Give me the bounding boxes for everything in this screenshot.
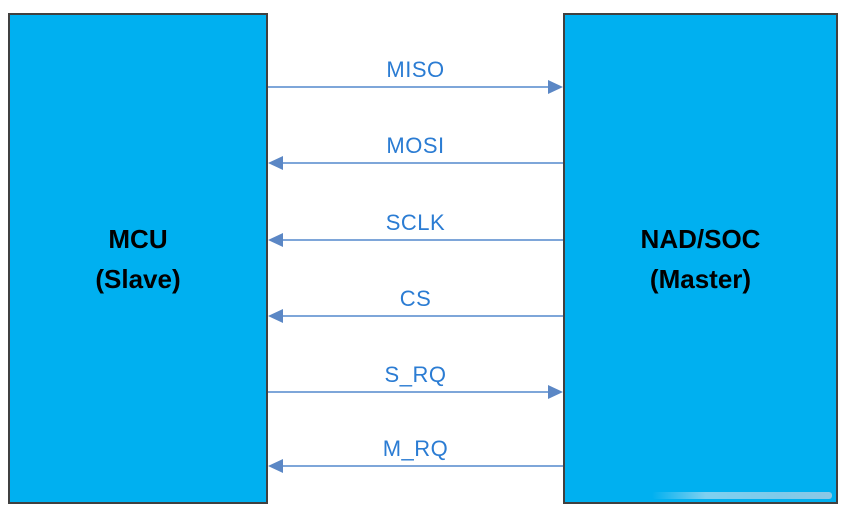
- signal-row-m_rq: M_RQ: [268, 434, 563, 474]
- arrowhead-icon: [268, 233, 283, 247]
- nad-soc-box-subtitle: (Master): [649, 263, 752, 294]
- signal-row-cs: CS: [268, 284, 563, 324]
- arrow-line: [268, 86, 550, 88]
- signal-label: CS: [399, 286, 432, 311]
- mcu-box-title: MCU: [108, 223, 168, 254]
- signal-arrow: [268, 308, 563, 324]
- arrow-line: [281, 465, 563, 467]
- arrowhead-icon: [268, 309, 283, 323]
- arrow-line: [268, 391, 550, 393]
- signal-row-mosi: MOSI: [268, 131, 563, 171]
- signal-label: MISO: [386, 57, 445, 82]
- mcu-slave-box: MCU (Slave): [8, 13, 268, 504]
- signal-arrow: [268, 232, 563, 248]
- signal-row-sclk: SCLK: [268, 208, 563, 248]
- signal-label: S_RQ: [384, 362, 447, 387]
- signal-label: SCLK: [385, 210, 446, 235]
- arrow-line: [281, 315, 563, 317]
- arrowhead-icon: [548, 80, 563, 94]
- signal-arrow: [268, 458, 563, 474]
- arrow-line: [281, 162, 563, 164]
- signal-row-miso: MISO: [268, 55, 563, 95]
- watermark-smudge: [652, 492, 832, 499]
- signal-arrow: [268, 155, 563, 171]
- signal-label: M_RQ: [382, 436, 449, 461]
- nad-soc-box-title: NAD/SOC: [640, 223, 761, 254]
- signal-row-s_rq: S_RQ: [268, 360, 563, 400]
- arrowhead-icon: [268, 459, 283, 473]
- arrow-line: [281, 239, 563, 241]
- signal-arrow: [268, 384, 563, 400]
- nad-soc-master-box: NAD/SOC (Master): [563, 13, 838, 504]
- arrowhead-icon: [268, 156, 283, 170]
- arrowhead-icon: [548, 385, 563, 399]
- signal-arrow: [268, 79, 563, 95]
- signal-label: MOSI: [386, 133, 445, 158]
- mcu-box-subtitle: (Slave): [95, 263, 181, 294]
